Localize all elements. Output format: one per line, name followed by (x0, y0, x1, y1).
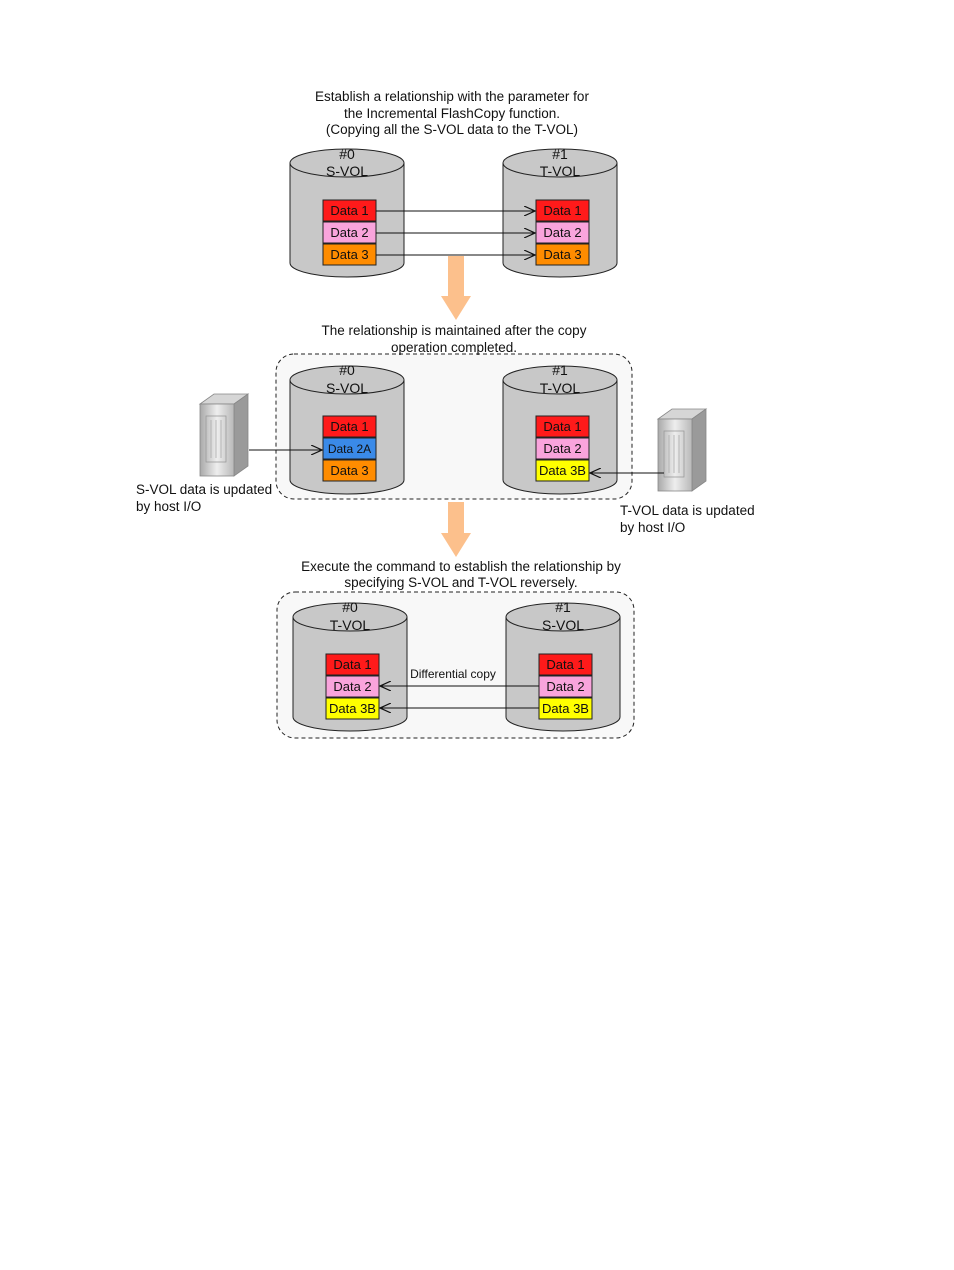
stage3-svol-block-1-label: Data 1 (546, 657, 584, 672)
stage2-tvol-cylinder: #1 T-VOL Data 1 Data 2 Data 3B (502, 362, 618, 495)
stage1-caption-line2: the Incremental FlashCopy function. (344, 106, 560, 121)
stage3-svol-block-2-label: Data 2 (546, 679, 584, 694)
stage1-tvol-label: T-VOL (540, 163, 581, 179)
stage3-tvol-label: T-VOL (330, 617, 371, 633)
stage1-tvol-block-1-label: Data 1 (543, 203, 581, 218)
stage3-svol-number: #1 (555, 599, 571, 615)
stage2-tvol-block-3-label: Data 3B (539, 463, 586, 478)
stage1-caption: Establish a relationship with the parame… (315, 89, 589, 137)
stage3-caption-line2: specifying S-VOL and T-VOL reversely. (344, 575, 577, 590)
stage3-tvol-cylinder: #0 T-VOL Data 1 Data 2 Data 3B (292, 599, 408, 732)
right-host-caption-line2: by host I/O (620, 520, 685, 535)
stage1-tvol-number: #1 (552, 146, 568, 162)
left-host-caption-line2: by host I/O (136, 499, 201, 514)
stage2-svol-block-2-label: Data 2A (328, 442, 371, 456)
stage3-tvol-block-3-label: Data 3B (329, 701, 376, 716)
stage3-tvol-block-1-label: Data 1 (333, 657, 371, 672)
flow-arrow-down-icon (441, 502, 471, 557)
stage2-caption-line2: operation completed. (391, 340, 517, 355)
stage2-svol-block-3 (322, 459, 377, 482)
stage2-tvol-block-2 (535, 437, 590, 460)
stage2-tvol-block-1-label: Data 1 (543, 419, 581, 434)
stage3-differential-copy-arrows (380, 686, 539, 708)
differential-copy-label: Differential copy (410, 667, 496, 681)
right-host-caption-line1: T-VOL data is updated (620, 503, 755, 518)
stage1-tvol-cylinder: #1 T-VOL Data 1 Data 2 Data 3 (502, 146, 618, 278)
stage1-tvol-block-3-label: Data 3 (543, 247, 581, 262)
stage1-copy-arrows (376, 211, 535, 255)
right-host-server-icon (656, 408, 708, 492)
flow-arrow-down-icon (441, 256, 471, 320)
stage1-svol-block-1-label: Data 1 (330, 203, 368, 218)
stage1-caption-line1: Establish a relationship with the parame… (315, 89, 589, 104)
stage3-tvol-number: #0 (342, 599, 358, 615)
stage3-tvol-block-1 (325, 653, 380, 676)
stage3-svol-block-3-label: Data 3B (542, 701, 589, 716)
left-host-server-icon (198, 393, 250, 477)
stage1-svol-block-2-label: Data 2 (330, 225, 368, 240)
stage2-tvol-number: #1 (552, 362, 568, 378)
left-host-caption-line1: S-VOL data is updated (136, 482, 272, 497)
stage2-svol-block-1-label: Data 1 (330, 419, 368, 434)
stage2-svol-block-2 (322, 437, 377, 460)
stage1-svol-label: S-VOL (326, 163, 368, 179)
stage1-tvol-block-2-label: Data 2 (543, 225, 581, 240)
stage2-tvol-label: T-VOL (540, 380, 581, 396)
stage3-caption-line1: Execute the command to establish the rel… (301, 559, 621, 574)
stage2-svol-block-1 (322, 415, 377, 438)
stage3-svol-label: S-VOL (542, 617, 584, 633)
stage1-tvol-block-2 (535, 221, 590, 244)
stage1-svol-number: #0 (339, 146, 355, 162)
stage2-svol-cylinder: #0 S-VOL Data 1 Data 2A Data 3 (289, 362, 405, 495)
stage2-tvol-block-2-label: Data 2 (543, 441, 581, 456)
stage2-tvol-block-1 (535, 415, 590, 438)
stage1-tvol-block-3 (535, 243, 590, 266)
stage2-svol-label: S-VOL (326, 380, 368, 396)
stage1-svol-block-3-label: Data 3 (330, 247, 368, 262)
stage1-tvol-block-1 (535, 199, 590, 222)
stage2-svol-number: #0 (339, 362, 355, 378)
stage3-svol-cylinder: #1 S-VOL Data 1 Data 2 Data 3B (505, 599, 621, 732)
stage3-svol-block-1 (538, 653, 593, 676)
stage2-caption-line1: The relationship is maintained after the… (322, 323, 587, 338)
stage2-svol-block-3-label: Data 3 (330, 463, 368, 478)
stage1-svol-cylinder: #0 S-VOL Data 1 Data 2 Data 3 (289, 146, 405, 278)
stage1-caption-line3: (Copying all the S-VOL data to the T-VOL… (326, 122, 578, 137)
stage3-tvol-block-2-label: Data 2 (333, 679, 371, 694)
